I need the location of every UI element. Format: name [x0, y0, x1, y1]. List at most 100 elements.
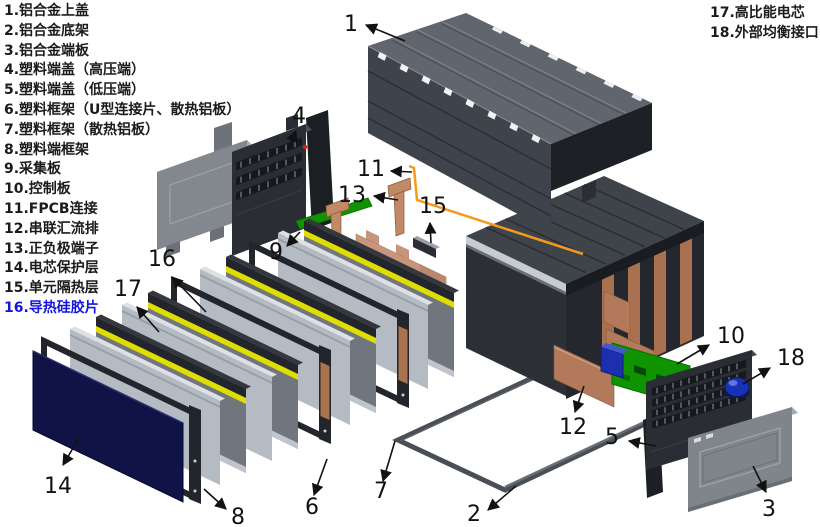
cell-tab: [366, 230, 379, 245]
legend-item-8: 8.塑料端框架: [4, 141, 90, 158]
busbar-sheet: [603, 290, 631, 335]
callout-label-10: 10: [717, 324, 745, 349]
end-face-cell-stripes: [602, 238, 692, 381]
callout-label-3: 3: [762, 497, 776, 522]
insulation-body: [413, 238, 436, 258]
pcb-chip: [634, 365, 646, 376]
callout-16: 16: [148, 247, 207, 313]
protective-sheet-edge: [32, 350, 184, 424]
legend-item-18: 18.外部均衡接口: [710, 25, 819, 41]
cover-groove: [367, 117, 552, 217]
callout-17: 17: [114, 277, 160, 333]
callout-label-8: 8: [231, 505, 245, 527]
end-cover-nub: [286, 114, 298, 131]
legend-item-15: 15.单元隔热层: [4, 280, 99, 297]
stack-top-face: [466, 176, 704, 284]
end-plate-tab: [214, 122, 232, 154]
balance-port-highlight: [728, 380, 738, 386]
end-cover-vents: [652, 359, 746, 429]
cover-groove: [367, 70, 552, 170]
cover-top-face: [368, 13, 652, 144]
cover-open-end: [551, 103, 652, 191]
callout-label-17: 17: [114, 277, 142, 302]
callout-label-4: 4: [292, 104, 306, 129]
balance-port-icon: [724, 377, 750, 397]
terminal-stem: [393, 190, 405, 237]
callout-label-18: 18: [777, 346, 805, 371]
legend-item-13: 13.正负极端子: [4, 240, 99, 257]
legend-item-10: 10.控制板: [4, 181, 71, 198]
end-plate-slot: [706, 433, 713, 439]
callout-10: 10: [676, 324, 745, 365]
legend-item-1: 1.铝合金上盖: [4, 3, 90, 19]
legend-item-16-highlighted: 16.导热硅胶片: [4, 299, 99, 316]
terminal-flag: [387, 177, 412, 198]
stack-rim-shadow: [466, 244, 566, 295]
stack-top-rim: [466, 236, 566, 292]
end-plate-emboss-shadow: [702, 432, 778, 484]
callout-2: 2: [467, 485, 517, 527]
end-cover-vents: [236, 137, 302, 201]
cover-groove: [367, 100, 552, 200]
legend-item-4: 4.塑料端盖（高压端）: [4, 62, 146, 79]
legend-item-11: 11.FPCB连接: [4, 200, 98, 217]
cover-side-face: [368, 46, 551, 232]
cover-ridge-notches: [377, 51, 541, 144]
callout-1: 1: [344, 12, 406, 42]
legend-item-14: 14.电芯保护层: [4, 260, 99, 277]
callout-label-16: 16: [148, 247, 176, 272]
callout-label-14: 14: [44, 474, 72, 499]
cover-ridge-highlight: [367, 45, 552, 145]
callout-14: 14: [44, 437, 80, 499]
legend-item-9: 9.采集板: [4, 161, 62, 178]
end-plate-foot: [166, 241, 180, 257]
callout-label-5: 5: [605, 425, 619, 450]
callout-12: 12: [559, 385, 587, 440]
callout-15: 15: [419, 194, 447, 244]
part-end-cover-hv: [232, 110, 334, 256]
end-cover-post: [306, 110, 334, 230]
stack-end-top-band: [566, 221, 704, 296]
end-cover-face: [232, 124, 306, 256]
part-top-cover: [367, 13, 652, 232]
callout-label-7: 7: [374, 479, 388, 504]
callout-3: 3: [752, 465, 776, 522]
legend-item-2: 2.铝合金底架: [4, 22, 90, 39]
callout-6: 6: [305, 458, 328, 520]
cover-ribs: [392, 20, 628, 137]
insulation-top-edge: [413, 236, 440, 249]
stack-layer-thermal-pad-16: [278, 230, 433, 389]
callout-18: 18: [742, 346, 805, 385]
part-protective-layer: [32, 350, 184, 503]
callout-9: 9: [269, 231, 301, 265]
end-plate-face: [157, 140, 247, 250]
callout-label-11: 11: [357, 157, 385, 182]
red-indicator-dot: [302, 144, 308, 150]
callout-label-1: 1: [344, 12, 358, 37]
callout-5: 5: [605, 425, 657, 450]
legend-item-5: 5.塑料端盖（低压端）: [4, 82, 146, 99]
callouts: 1 2 3 4 5 6 7 8 9 10 11 12 13 14 15 16 1…: [44, 12, 805, 527]
callout-label-6: 6: [305, 495, 319, 520]
part-fpcb: [408, 164, 584, 256]
callout-11: 11: [357, 157, 413, 182]
callout-4: 4: [286, 104, 306, 151]
callout-7: 7: [374, 440, 396, 504]
end-plate-emboss: [699, 427, 781, 488]
busbar-sheet: [553, 344, 615, 408]
part-end-cover-lv: [643, 350, 757, 498]
pcb-chip: [622, 374, 630, 381]
callout-8: 8: [203, 488, 245, 527]
end-plate-slot: [694, 437, 701, 443]
legend-item-17: 17.高比能电芯: [710, 5, 805, 21]
cover-bracket: [582, 180, 596, 203]
end-cover-groove: [235, 189, 303, 216]
fpcb-cable: [408, 164, 584, 256]
legend-item-3: 3.铝合金端板: [4, 42, 90, 59]
callout-label-12: 12: [559, 415, 587, 440]
terminal-flag: [325, 197, 350, 218]
legend-left: 1.铝合金上盖 2.铝合金底架 3.铝合金端板 4.塑料端盖（高压端） 5.塑料…: [4, 2, 240, 319]
end-plate-foot: [210, 226, 224, 242]
